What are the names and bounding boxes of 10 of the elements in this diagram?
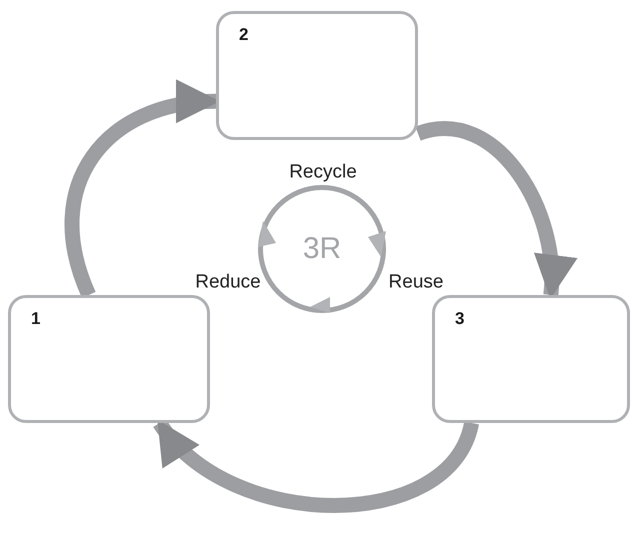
text-box: [432, 295, 630, 423]
text-box: [216, 11, 418, 140]
cycle-label: Reuse: [388, 272, 444, 292]
cycle-label: Reduce: [195, 272, 261, 292]
center-label: 3R: [302, 234, 342, 264]
cycle-label: Recycle: [289, 162, 357, 182]
text-box: [8, 295, 210, 423]
box-number: 3: [455, 310, 466, 327]
box-number: 1: [31, 310, 42, 327]
box-number: 2: [239, 26, 250, 43]
